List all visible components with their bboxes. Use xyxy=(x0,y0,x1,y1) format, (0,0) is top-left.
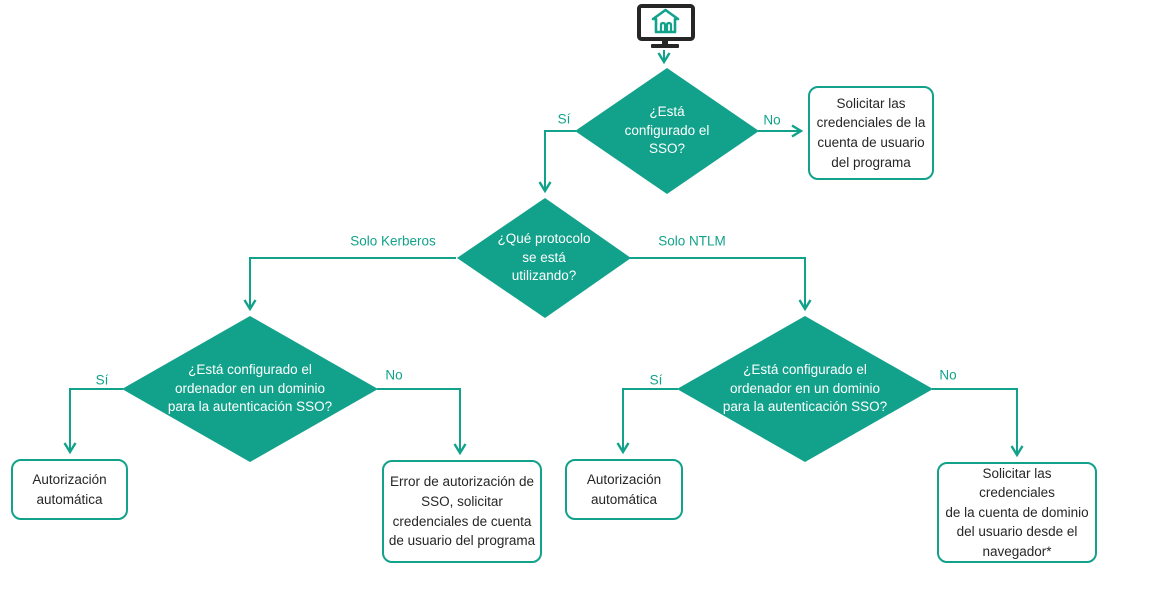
edge-label-d2-ntlm: Solo NTLM xyxy=(656,233,728,249)
edge-label-d2-kerberos: Solo Kerberos xyxy=(348,233,438,249)
decision-protocol-shape xyxy=(457,198,631,318)
result-browser-credentials: Solicitar las credenciales de la cuenta … xyxy=(937,462,1097,563)
decision-kerberos-domain-shape xyxy=(122,316,378,462)
monitor-home-icon xyxy=(637,4,695,48)
edge-d4-yes xyxy=(616,388,678,455)
edge-label-d4-yes: Sí xyxy=(647,372,665,388)
result-program-credentials: Solicitar las credenciales de la cuenta … xyxy=(808,86,934,180)
edge-d2-ntlm xyxy=(630,257,812,312)
decision-ntlm-domain-shape xyxy=(677,316,933,462)
edge-label-d3-no: No xyxy=(383,367,405,383)
edge-d3-no xyxy=(377,388,467,456)
edge-d1-yes xyxy=(538,130,576,194)
edge-d4-no xyxy=(932,388,1024,458)
edge-d3-yes xyxy=(63,388,123,455)
result-auto-auth-ntlm: Autorización automática xyxy=(565,459,683,520)
decision-sso-configured-shape xyxy=(575,68,759,194)
edge-d2-kerberos xyxy=(243,257,456,312)
edge-label-d1-no: No xyxy=(761,112,783,128)
edge-label-d1-yes: Sí xyxy=(555,111,573,127)
result-auto-auth-kerberos: Autorización automática xyxy=(11,459,128,520)
result-sso-error: Error de autorización de SSO, solicitar … xyxy=(382,460,542,563)
edge-label-d4-no: No xyxy=(937,367,959,383)
edge-label-d3-yes: Sí xyxy=(93,372,111,388)
